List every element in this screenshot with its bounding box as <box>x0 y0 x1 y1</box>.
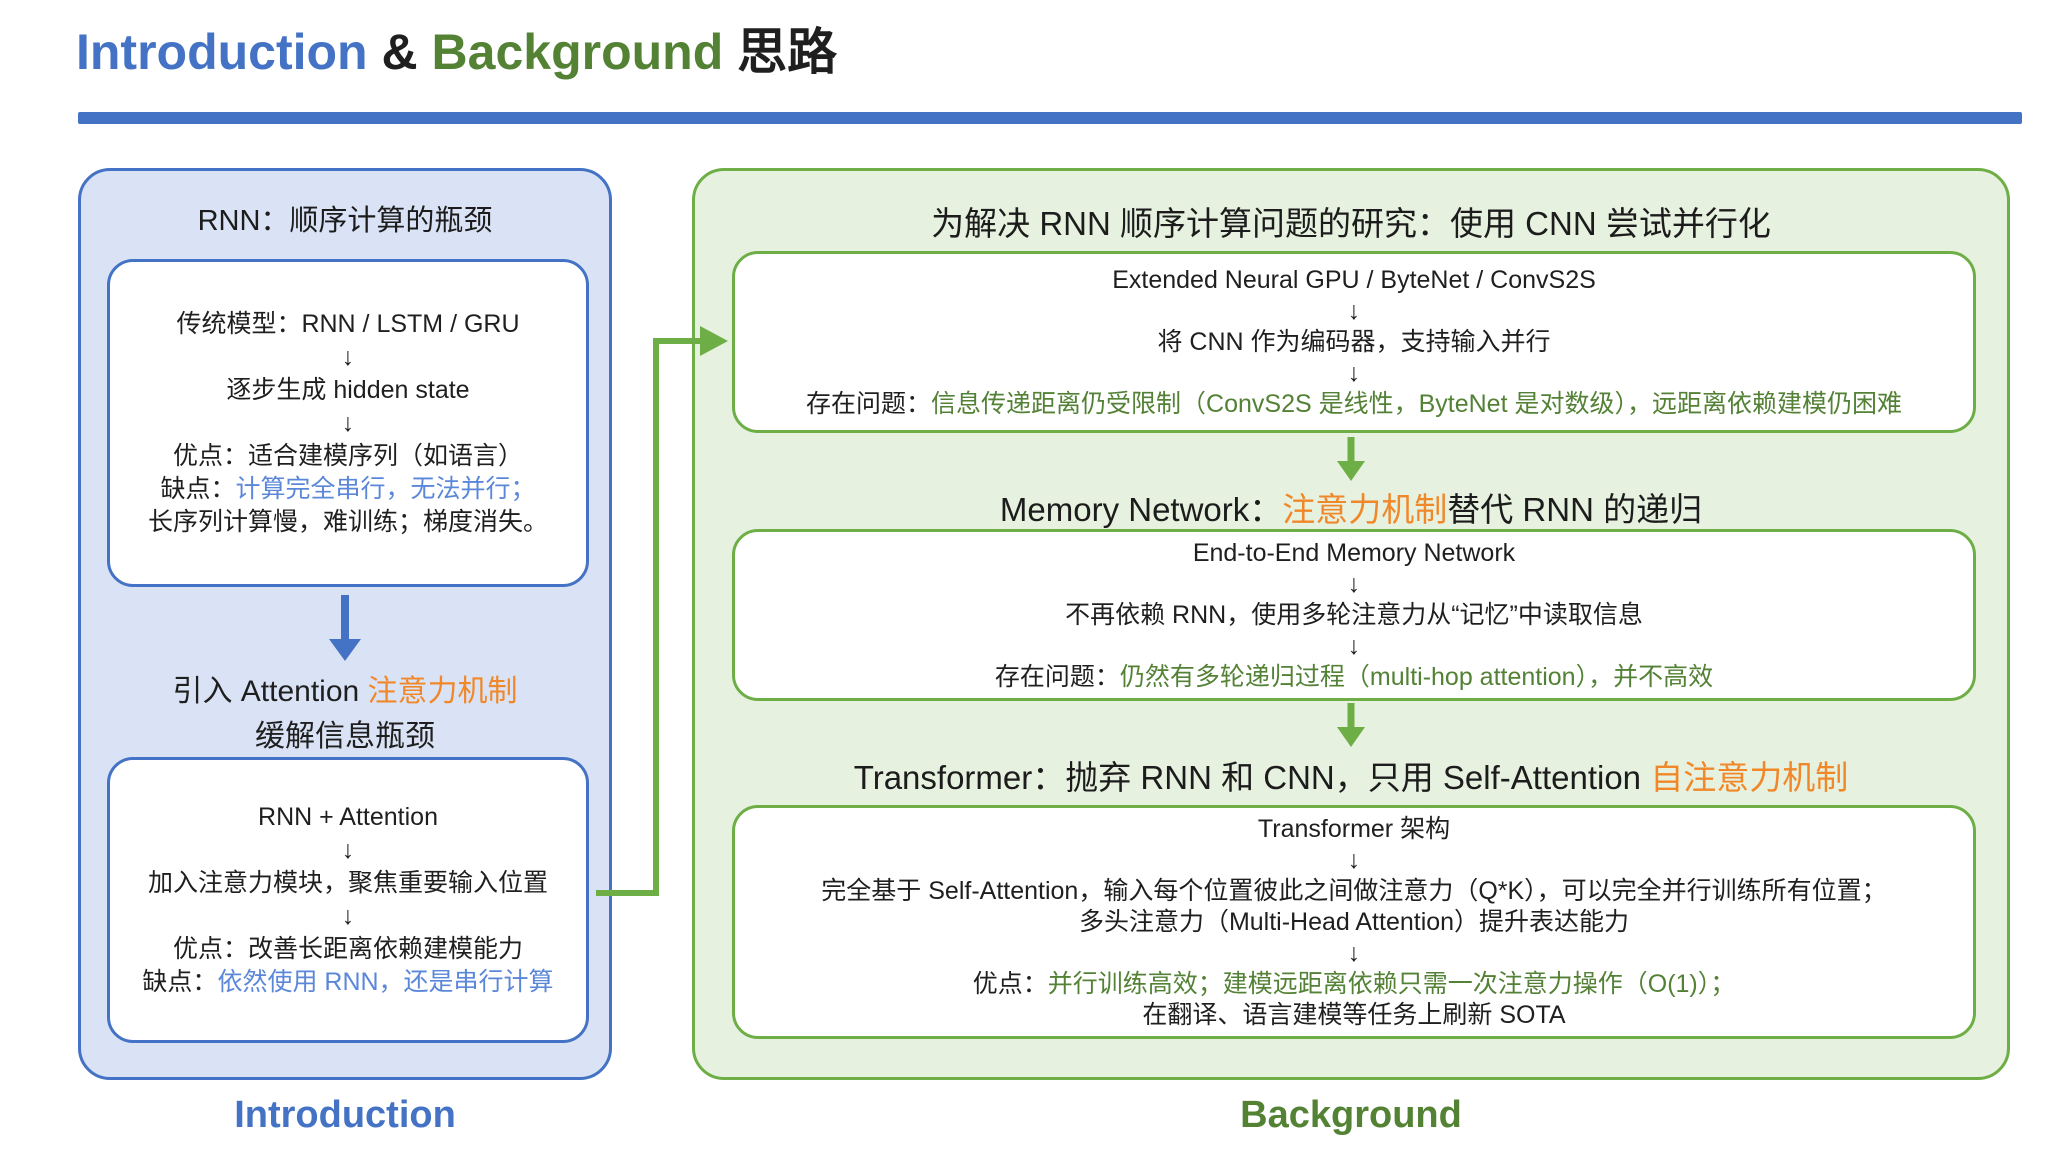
title-background: Background <box>431 24 724 80</box>
background-panel: 为解决 RNN 顺序计算问题的研究：使用 CNN 尝试并行化 Extended … <box>692 168 2010 1080</box>
cnn-research-heading: 为解决 RNN 顺序计算问题的研究：使用 CNN 尝试并行化 <box>931 205 1771 242</box>
text-line: End-to-End Memory Network <box>1192 538 1516 567</box>
pros-highlight: 并行训练高效；建模远距离依赖只需一次注意力操作（O(1)）； <box>1047 969 1736 998</box>
heading-highlight: 自注意力机制 <box>1650 759 1849 796</box>
memory-network-heading: Memory Network：注意力机制替代 RNN 的递归 <box>695 483 2007 531</box>
text-line: 缺点：依然使用 RNN，还是串行计算 <box>142 966 553 999</box>
pros-label: 优点： <box>972 969 1048 998</box>
blue-flow-down-arrow-icon <box>329 595 361 661</box>
down-arrow-glyph: ↓ <box>341 902 355 930</box>
rnn-bottleneck-heading: RNN：顺序计算的瓶颈 <box>197 205 493 237</box>
text-line: 长序列计算慢，难训练；梯度消失。 <box>147 507 548 536</box>
text-line: Extended Neural GPU / ByteNet / ConvS2S <box>1112 265 1596 294</box>
background-footer-label: Background <box>1240 1094 1462 1136</box>
transformer-heading: Transformer：抛弃 RNN 和 CNN，只用 Self-Attenti… <box>695 751 2007 799</box>
text-line: 优点：改善长距离依赖建模能力 <box>172 935 523 963</box>
down-arrow-glyph: ↓ <box>1347 938 1361 967</box>
problem-highlight: 仍然有多轮递归过程（multi-hop attention），并不高效 <box>1119 662 1714 691</box>
text-line: 将 CNN 作为编码器，支持输入并行 <box>1157 327 1551 356</box>
title-ampersand: & <box>381 24 418 80</box>
text-line: 存在问题：信息传递距离仍受限制（ConvS2S 是线性，ByteNet 是对数级… <box>806 389 1902 420</box>
text-line: 传统模型：RNN / LSTM / GRU <box>176 309 520 338</box>
introduction-footer-label: Introduction <box>234 1094 456 1136</box>
text-line: 不再依赖 RNN，使用多轮注意力从“记忆”中读取信息 <box>1065 600 1643 629</box>
heading-suffix: 替代 RNN 的递归 <box>1447 491 1703 528</box>
text-line: 在翻译、语言建模等任务上刷新 SOTA <box>1142 1000 1566 1029</box>
problem-label: 存在问题： <box>806 389 932 418</box>
transformer-box: Transformer 架构 ↓ 完全基于 Self-Attention，输入每… <box>732 805 1976 1039</box>
down-arrow-glyph: ↓ <box>341 408 355 437</box>
text-line: RNN + Attention <box>258 803 438 831</box>
cons-label: 缺点： <box>142 968 218 996</box>
down-arrow-glyph: ↓ <box>341 836 355 864</box>
down-arrow-glyph: ↓ <box>1347 296 1361 325</box>
down-arrow-glyph: ↓ <box>1347 358 1361 387</box>
down-arrow-glyph: ↓ <box>1347 569 1361 598</box>
introduction-panel: RNN：顺序计算的瓶颈 传统模型：RNN / LSTM / GRU ↓ 逐步生成… <box>78 168 612 1080</box>
problem-label: 存在问题： <box>994 662 1120 691</box>
attention-highlight: 注意力机制 <box>367 675 518 708</box>
attention-prefix: 引入 Attention <box>172 675 368 708</box>
text-line: 优点：适合建模序列（如语言） <box>172 441 523 470</box>
text-line: 存在问题：仍然有多轮递归过程（multi-hop attention），并不高效 <box>995 662 1713 693</box>
text-line: 逐步生成 hidden state <box>226 375 470 404</box>
green-flow-down-arrow-icon <box>1337 437 1365 481</box>
down-arrow-glyph: ↓ <box>341 342 355 371</box>
text-line: 引入 Attention 注意力机制 <box>81 669 609 714</box>
cons-label: 缺点： <box>160 474 236 503</box>
cons-highlight: 依然使用 RNN，还是串行计算 <box>217 968 554 996</box>
rnn-attention-box: RNN + Attention ↓ 加入注意力模块，聚焦重要输入位置 ↓ 优点：… <box>107 757 589 1043</box>
text-line: 完全基于 Self-Attention，输入每个位置彼此之间做注意力（Q*K），… <box>821 876 1887 905</box>
text-line: 缓解信息瓶颈 <box>255 720 435 753</box>
title-suffix: 思路 <box>737 24 838 80</box>
text-line: Transformer 架构 <box>1257 814 1451 843</box>
down-arrow-glyph: ↓ <box>1347 631 1361 660</box>
page-title: Introduction & Background 思路 <box>76 12 837 84</box>
title-divider-rule <box>78 112 2022 124</box>
problem-highlight: 信息传递距离仍受限制（ConvS2S 是线性，ByteNet 是对数级），远距离… <box>931 389 1902 418</box>
attention-intro-note: 引入 Attention 注意力机制 缓解信息瓶颈 <box>81 669 609 759</box>
heading-prefix: Transformer：抛弃 RNN 和 CNN，只用 Self-Attenti… <box>853 759 1651 796</box>
heading-prefix: Memory Network： <box>999 491 1283 528</box>
text-line: 多头注意力（Multi-Head Attention）提升表达能力 <box>1078 907 1630 936</box>
cnn-models-box: Extended Neural GPU / ByteNet / ConvS2S … <box>732 251 1976 433</box>
text-line: 缺点：计算完全串行，无法并行； <box>160 473 535 506</box>
text-line: 加入注意力模块，聚焦重要输入位置 <box>147 869 548 897</box>
rnn-model-box: 传统模型：RNN / LSTM / GRU ↓ 逐步生成 hidden stat… <box>107 259 589 587</box>
down-arrow-glyph: ↓ <box>1347 845 1361 874</box>
cons-highlight: 计算完全串行，无法并行； <box>235 474 536 503</box>
green-flow-down-arrow-icon <box>1337 703 1365 747</box>
memory-network-box: End-to-End Memory Network ↓ 不再依赖 RNN，使用多… <box>732 529 1976 701</box>
text-line: 优点：并行训练高效；建模远距离依赖只需一次注意力操作（O(1)）； <box>973 969 1736 1000</box>
heading-highlight: 注意力机制 <box>1282 491 1448 528</box>
title-introduction: Introduction <box>76 24 368 80</box>
